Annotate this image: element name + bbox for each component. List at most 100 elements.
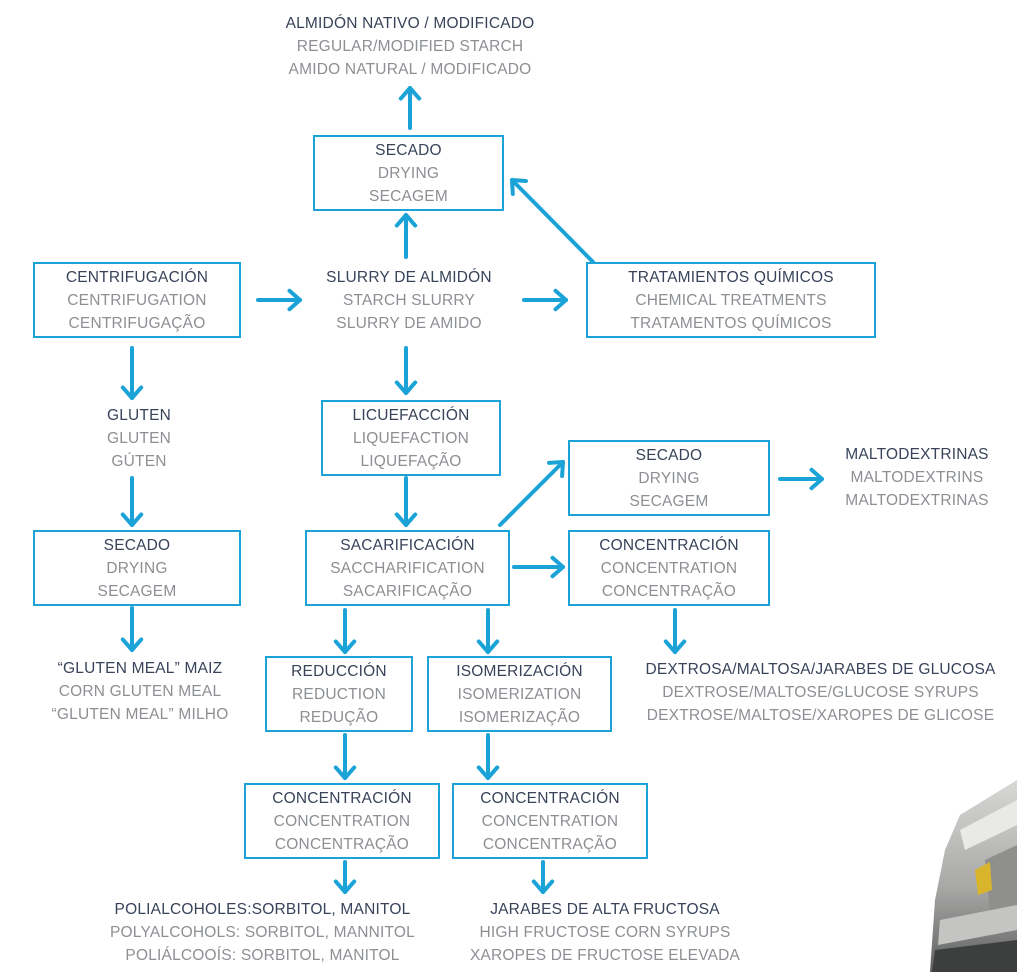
node-label-en: CENTRIFUGATION — [67, 291, 207, 309]
node-label-en: GLUTEN — [106, 429, 172, 447]
node-label-pt: ISOMERIZAÇÃO — [458, 708, 581, 726]
node-label-es: SACARIFICACIÓN — [340, 536, 475, 554]
node-label-es: CENTRIFUGACIÓN — [65, 268, 209, 286]
node-label-pt: LIQUEFAÇÃO — [360, 452, 462, 470]
node-chemical-treatments: TRATAMIENTOS QUÍMICOS CHEMICAL TREATMENT… — [586, 262, 876, 338]
node-label-en: MALTODEXTRINS — [850, 468, 984, 486]
arrow-saccharification-to-reduction — [333, 608, 357, 654]
arrow-saccharification-to-concentration-right — [512, 555, 565, 579]
node-label-pt: POLIÁLCOOÍS: SORBITOL, MANITOL — [125, 946, 400, 964]
arrow-isomerization-to-concentration-mid — [476, 733, 500, 780]
node-label-es: SLURRY DE ALMIDÓN — [326, 268, 492, 286]
node-isomerization: ISOMERIZACIÓN ISOMERIZATION ISOMERIZAÇÃO — [427, 656, 612, 732]
node-label-es: ISOMERIZACIÓN — [456, 662, 583, 680]
node-label-pt: CONCENTRAÇÃO — [274, 835, 410, 853]
node-drying-right: SECADO DRYING SECAGEM — [568, 440, 770, 516]
node-label-es: MALTODEXTRINAS — [845, 445, 989, 463]
node-label-es: GLUTEN — [106, 406, 172, 424]
node-label-pt: SECAGEM — [97, 582, 177, 600]
node-label-pt: CENTRIFUGAÇÃO — [68, 314, 206, 332]
node-dextrose: DEXTROSA/MALTOSA/JARABES DE GLUCOSA DEXT… — [628, 656, 1013, 728]
arrow-reduction-to-concentration-left — [333, 733, 357, 780]
arrow-concentration-mid-to-hfcs — [531, 860, 555, 894]
node-slurry: SLURRY DE ALMIDÓN STARCH SLURRY SLURRY D… — [300, 262, 518, 338]
arrow-slurry-to-chemical — [522, 288, 568, 312]
node-label-pt: CONCENTRAÇÃO — [482, 835, 618, 853]
node-label-en: STARCH SLURRY — [342, 291, 476, 309]
arrow-centrifugation-to-gluten — [120, 346, 144, 400]
node-label-pt: SECAGEM — [629, 492, 709, 510]
arrow-saccharification-to-drying-right — [498, 460, 565, 527]
node-label-es: CONCENTRACIÓN — [272, 789, 412, 807]
node-label-es: DEXTROSA/MALTOSA/JARABES DE GLUCOSA — [645, 660, 996, 678]
node-gluten: GLUTEN GLUTEN GÚTEN — [74, 402, 204, 474]
node-starch: ALMIDÓN NATIVO / MODIFICADO REGULAR/MODI… — [200, 10, 620, 82]
node-gluten-meal: “GLUTEN MEAL” MAIZ CORN GLUTEN MEAL “GLU… — [20, 655, 260, 727]
node-saccharification: SACARIFICACIÓN SACCHARIFICATION SACARIFI… — [305, 530, 510, 606]
node-label-en: DEXTROSE/MALTOSE/GLUCOSE SYRUPS — [662, 683, 979, 701]
node-label-es: REDUCCIÓN — [291, 662, 387, 680]
node-label-en: REDUCTION — [292, 685, 386, 703]
node-hfcs: JARABES DE ALTA FRUCTOSA HIGH FRUCTOSE C… — [455, 896, 755, 968]
node-label-es: CONCENTRACIÓN — [480, 789, 620, 807]
node-label-es: SECADO — [635, 446, 703, 464]
node-label-es: “GLUTEN MEAL” MAIZ — [57, 659, 223, 677]
node-label-es: SECADO — [375, 141, 442, 159]
node-label-en: ISOMERIZATION — [457, 685, 582, 703]
node-centrifugation: CENTRIFUGACIÓN CENTRIFUGATION CENTRIFUGA… — [33, 262, 241, 338]
arrow-chemical-to-drying-top — [510, 178, 595, 264]
arrow-gluten-to-drying-left — [120, 476, 144, 527]
node-label-es: JARABES DE ALTA FRUCTOSA — [490, 900, 720, 918]
node-liquefaction: LICUEFACCIÓN LIQUEFACTION LIQUEFAÇÃO — [321, 400, 501, 476]
node-label-en: SACCHARIFICATION — [330, 559, 485, 577]
node-label-en: POLYALCOHOLS: SORBITOL, MANNITOL — [109, 923, 415, 941]
node-polyalcohols: POLIALCOHOLES:SORBITOL, MANITOL POLYALCO… — [70, 896, 455, 968]
node-drying-left: SECADO DRYING SECAGEM — [33, 530, 241, 606]
arrow-drying-left-to-gluten-meal — [120, 606, 144, 652]
node-label-pt: MALTODEXTRINAS — [845, 491, 989, 509]
arrow-drying-right-to-maltodextrins — [778, 467, 824, 491]
node-label-en: CONCENTRATION — [273, 812, 411, 830]
node-label-pt: “GLUTEN MEAL” MILHO — [51, 705, 229, 723]
node-label-en: DRYING — [638, 469, 700, 487]
node-label-es: SECADO — [103, 536, 171, 554]
node-label-en: CHEMICAL TREATMENTS — [635, 291, 827, 309]
node-label-pt: SECAGEM — [369, 187, 448, 205]
node-label-es: TRATAMIENTOS QUÍMICOS — [628, 268, 834, 286]
node-label-pt: REDUÇÃO — [299, 708, 379, 726]
node-label-pt: DEXTROSE/MALTOSE/XAROPES DE GLICOSE — [646, 706, 995, 724]
arrow-concentration-right-to-dextrose — [663, 608, 687, 654]
node-label-pt: CONCENTRAÇÃO — [601, 582, 737, 600]
node-label-en: CONCENTRATION — [600, 559, 738, 577]
node-label-es: ALMIDÓN NATIVO / MODIFICADO — [285, 14, 535, 32]
node-label-pt: GÚTEN — [111, 452, 167, 470]
node-label-en: DRYING — [106, 559, 168, 577]
node-drying-top: SECADO DRYING SECAGEM — [313, 135, 504, 211]
node-label-es: LICUEFACCIÓN — [352, 406, 470, 424]
node-label-pt: TRATAMENTOS QUÍMICOS — [630, 314, 832, 332]
node-concentration-left: CONCENTRACIÓN CONCENTRATION CONCENTRAÇÃO — [244, 783, 440, 859]
node-reduction: REDUCCIÓN REDUCTION REDUÇÃO — [265, 656, 413, 732]
node-concentration-mid: CONCENTRACIÓN CONCENTRATION CONCENTRAÇÃO — [452, 783, 648, 859]
node-label-pt: XAROPES DE FRUCTOSE ELEVADA — [469, 946, 741, 964]
arrow-saccharification-to-isomerization — [476, 608, 500, 654]
node-label-en: CORN GLUTEN MEAL — [58, 682, 222, 700]
arrow-drying-top-to-starch — [398, 86, 422, 130]
arrow-centrifugation-to-slurry — [256, 288, 302, 312]
node-label-es: CONCENTRACIÓN — [599, 536, 739, 554]
node-label-en: CONCENTRATION — [481, 812, 619, 830]
node-label-pt: SLURRY DE AMIDO — [336, 314, 482, 332]
node-concentration-right: CONCENTRACIÓN CONCENTRATION CONCENTRAÇÃO — [568, 530, 770, 606]
node-label-en: DRYING — [377, 164, 440, 182]
arrow-liquefaction-to-saccharification — [394, 476, 418, 527]
node-label-pt: SACARIFICAÇÃO — [342, 582, 473, 600]
arrow-slurry-to-liquefaction — [394, 346, 418, 395]
node-label-en: HIGH FRUCTOSE CORN SYRUPS — [479, 923, 731, 941]
node-label-en: REGULAR/MODIFIED STARCH — [296, 37, 524, 55]
node-label-pt: AMIDO NATURAL / MODIFICADO — [288, 60, 532, 78]
arrow-concentration-left-to-polyalcohols — [333, 860, 357, 894]
node-label-es: POLIALCOHOLES:SORBITOL, MANITOL — [114, 900, 411, 918]
